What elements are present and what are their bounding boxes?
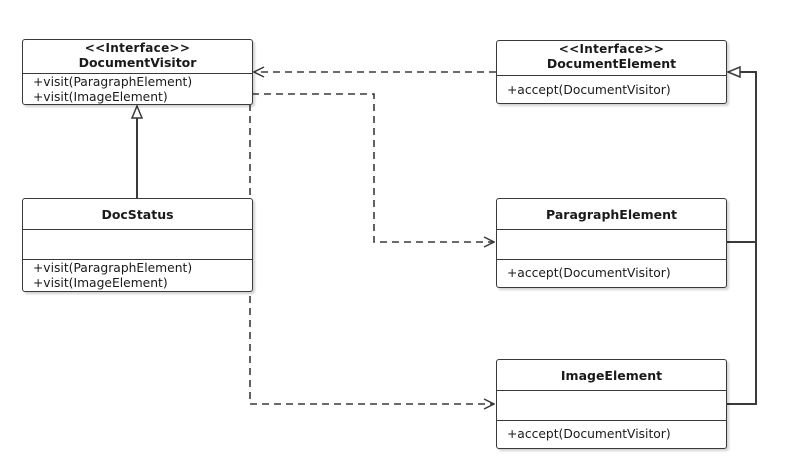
class-name: DocStatus [101, 206, 174, 222]
operations-section: +accept(DocumentVisitor) [497, 420, 726, 448]
operation: +visit(ImageElement) [33, 90, 168, 104]
stereotype-label: <<Interface>> [84, 41, 191, 55]
class-name: DocumentElement [546, 56, 677, 71]
class-name: ImageElement [560, 367, 663, 383]
dependency-documentvisitor-to-paragraphelement [252, 93, 494, 242]
stereotype-label: <<Interface>> [558, 42, 665, 56]
class-name: ParagraphElement [546, 206, 677, 222]
class-imageelement[interactable]: ImageElement +accept(DocumentVisitor) [496, 359, 727, 449]
attributes-section [23, 229, 252, 259]
realization-imageelement-to-documentelement [726, 242, 757, 405]
operation: +accept(DocumentVisitor) [507, 82, 671, 97]
class-name: DocumentVisitor [78, 55, 197, 70]
operations-section: +accept(DocumentVisitor) [497, 259, 726, 287]
operations-section: +visit(ParagraphElement) +visit(ImageEle… [23, 73, 252, 106]
class-documentelement[interactable]: <<Interface>> DocumentElement +accept(Do… [496, 40, 727, 104]
operation: +visit(ParagraphElement) [33, 75, 193, 89]
operation: +visit(ImageElement) [33, 276, 168, 290]
operations-section: +visit(ParagraphElement) +visit(ImageEle… [23, 259, 252, 291]
operations-section: +accept(DocumentVisitor) [497, 75, 726, 104]
attributes-section [497, 229, 726, 259]
class-documentvisitor[interactable]: <<Interface>> DocumentVisitor +visit(Par… [22, 39, 253, 105]
dependency-docstatus-to-imageelement [249, 104, 494, 404]
attributes-section [497, 390, 726, 420]
realization-paragraphelement-to-documentelement [726, 72, 757, 243]
operation: +accept(DocumentVisitor) [507, 266, 671, 280]
class-docstatus[interactable]: DocStatus +visit(ParagraphElement) +visi… [22, 198, 253, 292]
operation: +visit(ParagraphElement) [33, 261, 193, 275]
class-paragraphelement[interactable]: ParagraphElement +accept(DocumentVisitor… [496, 198, 727, 288]
operation: +accept(DocumentVisitor) [507, 427, 671, 441]
